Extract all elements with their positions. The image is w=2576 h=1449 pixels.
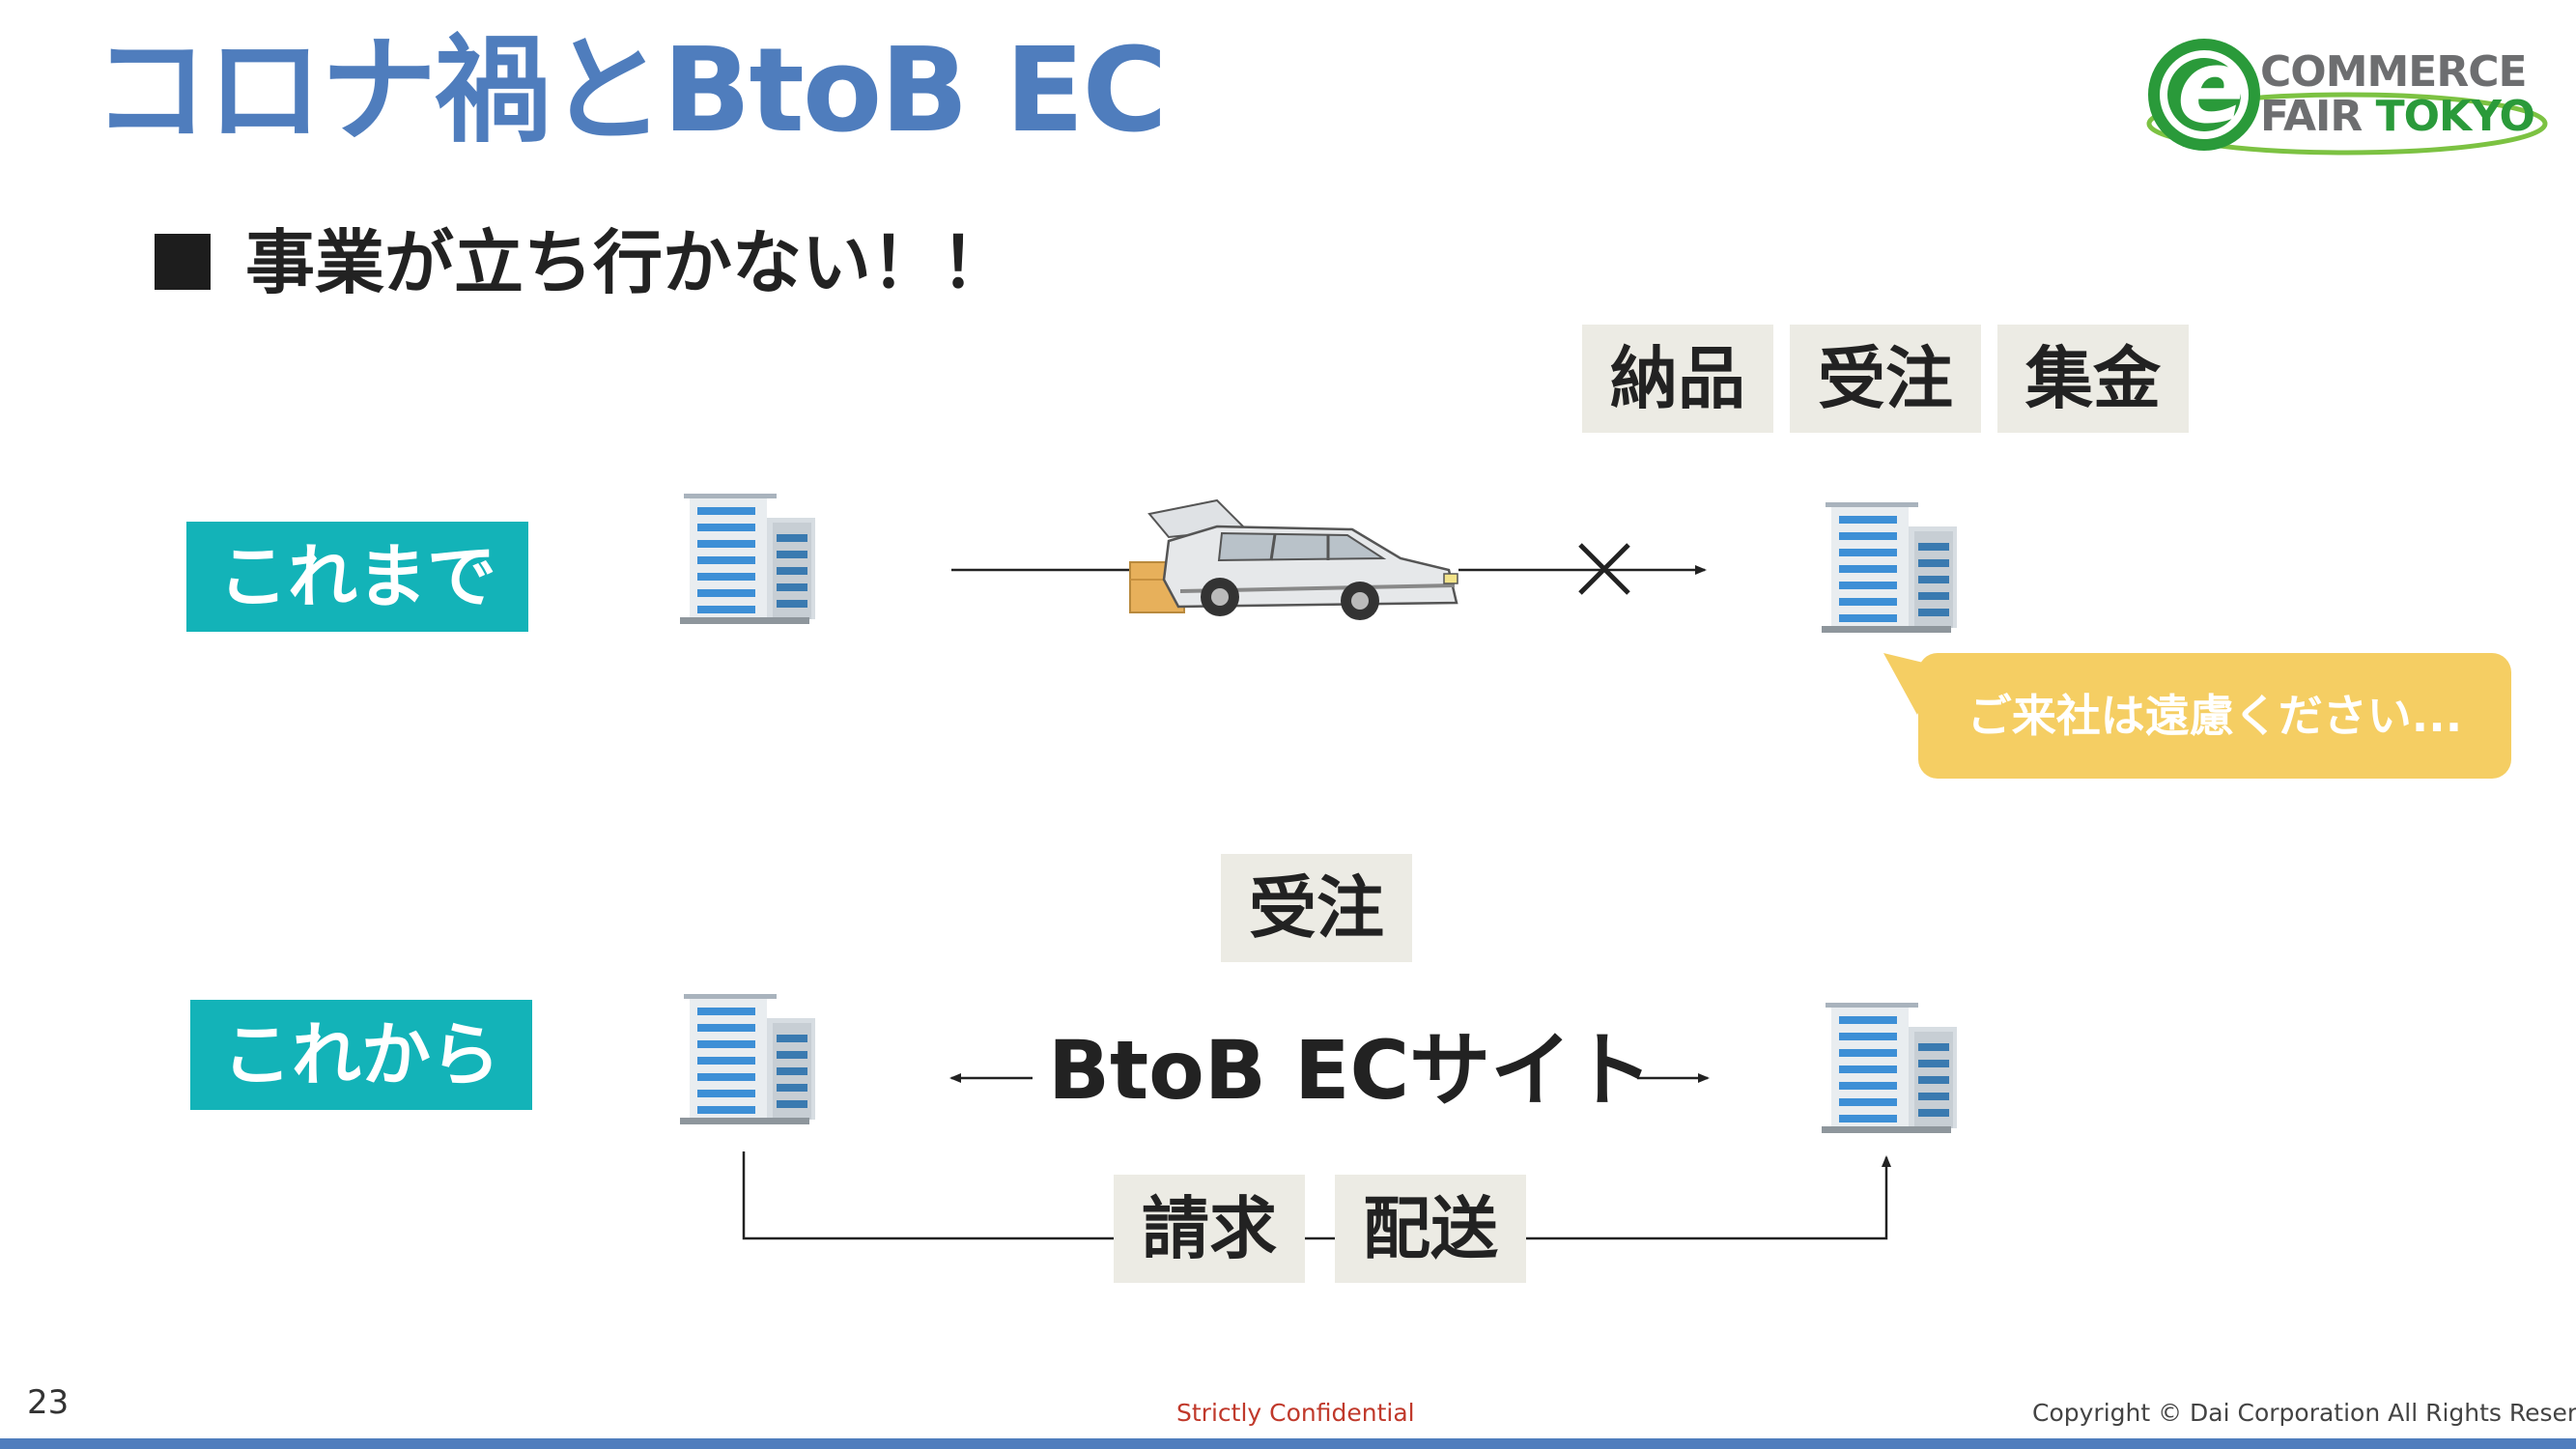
ecommerce-fair-tokyo-logo: e COMMERCE FAIR TOKYO xyxy=(2144,29,2550,160)
tag-shipping: 配送 xyxy=(1335,1175,1526,1283)
tag-delivery: 納品 xyxy=(1582,325,1773,433)
logo-line2-fair: FAIR xyxy=(2260,92,2363,141)
delivery-flow-line xyxy=(742,1151,1891,1240)
logo-line2: FAIR TOKYO xyxy=(2260,92,2535,141)
after-buyer-building-icon xyxy=(1822,1003,1957,1133)
label-before: これまで xyxy=(186,522,528,632)
logo-line1: COMMERCE xyxy=(2260,47,2528,97)
before-buyer-building-icon xyxy=(1822,502,1957,633)
logo-swoosh-icon xyxy=(2146,39,2548,156)
confidential-notice: Strictly Confidential xyxy=(1176,1399,1415,1427)
page-number: 23 xyxy=(27,1383,70,1422)
delivery-car-icon xyxy=(1129,498,1458,620)
speech-bubble: ご来社は遠慮ください... xyxy=(1918,653,2511,779)
bullet-text: 事業が立ち行かない！！ xyxy=(245,222,1011,303)
tag-order: 受注 xyxy=(1790,325,1981,433)
label-after: これから xyxy=(190,1000,532,1110)
bullet-point: 事業が立ち行かない！！ xyxy=(155,214,1010,311)
btob-ec-site-label: BtoB ECサイト xyxy=(1048,1023,1654,1118)
logo-letter: e xyxy=(2177,28,2246,146)
after-seller-building-icon xyxy=(680,994,815,1124)
slide-title: コロナ禍とBtoB EC xyxy=(93,24,1168,158)
logo-line2-tokyo: TOKYO xyxy=(2375,92,2535,141)
bullet-square-icon xyxy=(155,234,211,291)
tag-invoice: 請求 xyxy=(1114,1175,1305,1283)
blocked-cross-icon xyxy=(1578,543,1630,595)
before-seller-building-icon xyxy=(680,494,815,624)
copyright-notice: Copyright © Dai Corporation All Rights R… xyxy=(2032,1399,2576,1427)
tag-collection: 集金 xyxy=(1997,325,2189,433)
tag-order-online: 受注 xyxy=(1221,854,1412,962)
footer-bar xyxy=(0,1438,2576,1449)
